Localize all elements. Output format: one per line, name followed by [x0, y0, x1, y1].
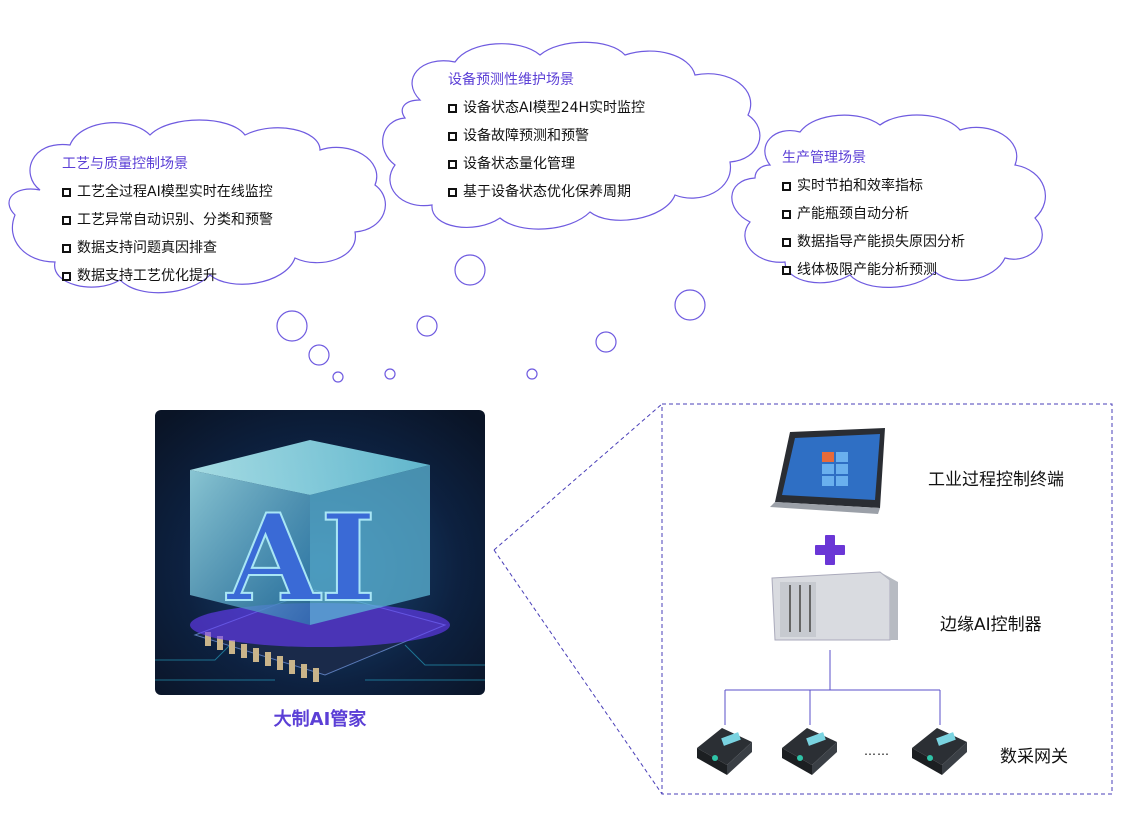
- device-frame: [493, 403, 1113, 795]
- gateway-label: 数采网关: [1000, 747, 1068, 767]
- list-item: 设备状态量化管理: [448, 150, 645, 178]
- list-item: 产能瓶颈自动分析: [782, 200, 965, 228]
- edge-controller-icon: [771, 571, 898, 641]
- list-item: 工艺异常自动识别、分类和预警: [62, 206, 273, 234]
- list-item-text: 数据支持问题真因排查: [77, 240, 217, 256]
- list-item-text: 设备状态AI模型24H实时监控: [463, 100, 646, 116]
- checkbox-icon: [62, 243, 71, 253]
- list-item: 工艺全过程AI模型实时在线监控: [62, 178, 273, 206]
- cloud-process-title: 工艺与质量控制场景: [62, 156, 188, 172]
- gateway-icon-1: [697, 728, 752, 775]
- controller-label: 边缘AI控制器: [940, 615, 1042, 635]
- list-item: 实时节拍和效率指标: [782, 172, 965, 200]
- checkbox-icon: [448, 187, 457, 197]
- network-lines: [724, 650, 941, 725]
- list-item-text: 工艺全过程AI模型实时在线监控: [77, 184, 273, 200]
- terminal-label: 工业过程控制终端: [928, 470, 1064, 490]
- gateway-icon-3: [912, 728, 967, 775]
- cloud-left-outline: [8, 119, 386, 294]
- list-item: 基于设备状态优化保养周期: [448, 178, 645, 206]
- list-item-text: 数据支持工艺优化提升: [77, 268, 217, 284]
- list-item: 数据支持工艺优化提升: [62, 262, 273, 290]
- list-item: 设备状态AI模型24H实时监控: [448, 94, 645, 122]
- main-caption: 大制AI管家: [273, 709, 367, 730]
- ellipsis: ……: [864, 744, 890, 758]
- terminal-device-icon: [770, 428, 885, 514]
- list-item-text: 基于设备状态优化保养周期: [463, 184, 631, 200]
- checkbox-icon: [62, 215, 71, 225]
- list-item: 设备故障预测和预警: [448, 122, 645, 150]
- ai-cube-image: AI: [155, 410, 485, 695]
- list-item-text: 工艺异常自动识别、分类和预警: [77, 212, 273, 228]
- checkbox-icon: [782, 265, 791, 275]
- list-item-text: 产能瓶颈自动分析: [797, 206, 909, 222]
- checkbox-icon: [448, 103, 457, 113]
- plus-icon: [815, 535, 845, 565]
- checkbox-icon: [782, 181, 791, 191]
- thought-bubbles: [276, 254, 706, 383]
- cloud-production-title: 生产管理场景: [782, 150, 866, 166]
- ai-letters: AI: [226, 488, 376, 629]
- list-item-text: 数据指导产能损失原因分析: [797, 234, 965, 250]
- list-item-text: 设备状态量化管理: [463, 156, 575, 172]
- checkbox-icon: [448, 131, 457, 141]
- cloud-middle-outline: [382, 41, 761, 230]
- list-item: 线体极限产能分析预测: [782, 256, 965, 284]
- checkbox-icon: [782, 209, 791, 219]
- list-item: 数据支持问题真因排查: [62, 234, 273, 262]
- cloud-process-quality: 工艺与质量控制场景 工艺全过程AI模型实时在线监控 工艺异常自动识别、分类和预警…: [62, 150, 273, 290]
- list-item: 数据指导产能损失原因分析: [782, 228, 965, 256]
- cloud-production-management: 生产管理场景 实时节拍和效率指标 产能瓶颈自动分析 数据指导产能损失原因分析 线…: [782, 144, 965, 284]
- list-item-text: 实时节拍和效率指标: [797, 178, 923, 194]
- cloud-right-outline: [731, 114, 1046, 288]
- list-item-text: 线体极限产能分析预测: [797, 262, 937, 278]
- checkbox-icon: [448, 159, 457, 169]
- gateway-icon-2: [782, 728, 837, 775]
- checkbox-icon: [782, 237, 791, 247]
- cloud-maintenance-title: 设备预测性维护场景: [448, 72, 574, 88]
- list-item-text: 设备故障预测和预警: [463, 128, 589, 144]
- checkbox-icon: [62, 187, 71, 197]
- checkbox-icon: [62, 271, 71, 281]
- cloud-predictive-maintenance: 设备预测性维护场景 设备状态AI模型24H实时监控 设备故障预测和预警 设备状态…: [448, 66, 645, 206]
